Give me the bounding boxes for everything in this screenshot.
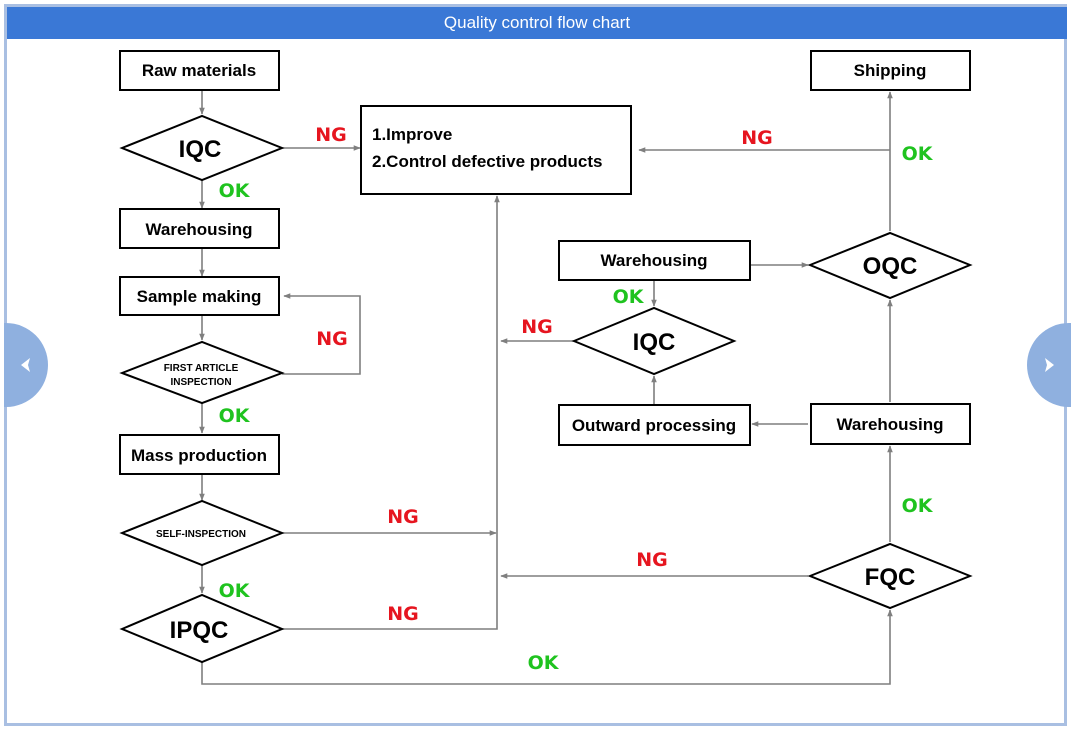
label-shipping: Shipping — [854, 61, 927, 80]
node-mass-production — [119, 434, 280, 475]
label-warehousing-mid: Warehousing — [600, 251, 707, 270]
label-sample-making: Sample making — [137, 287, 262, 306]
label-iqc-mid: IQC — [633, 329, 676, 356]
ok-label-warehousing-mid: OK — [613, 286, 645, 308]
label-self-inspection: SELF-INSPECTION — [156, 529, 246, 540]
node-shipping — [810, 50, 971, 91]
node-sample-making — [119, 276, 280, 316]
node-self-inspection — [119, 499, 285, 567]
ok-label-self: OK — [219, 580, 251, 602]
arrow-ipqc-ok-to-fqc — [201, 609, 893, 685]
ng-label-iqc-mid: NG — [521, 316, 553, 338]
label-raw-materials: Raw materials — [142, 61, 256, 80]
node-warehousing-right — [810, 403, 971, 445]
ok-label-oqc: OK — [902, 143, 934, 165]
node-oqc — [807, 231, 973, 300]
label-fqc: FQC — [865, 564, 916, 591]
ng-label-fqc: NG — [636, 549, 668, 571]
node-warehousing-mid — [558, 240, 751, 281]
label-oqc: OQC — [863, 253, 918, 280]
arrow-ipqc-ng-to-improve — [282, 195, 500, 630]
arrow-fai-ng-loop — [282, 293, 361, 375]
ok-label-fqc: OK — [902, 495, 934, 517]
node-warehousing-left — [119, 208, 280, 249]
label-first-article-1: FIRST ARTICLE — [164, 363, 239, 374]
chevron-left-icon — [21, 358, 30, 372]
ng-label-ipqc: NG — [387, 603, 419, 625]
node-raw-materials — [119, 50, 280, 91]
ng-label-fai: NG — [316, 328, 348, 350]
chevron-right-icon — [1045, 358, 1054, 372]
label-improve-2: 2.Control defective products — [372, 152, 602, 171]
label-improve-1: 1.Improve — [372, 125, 452, 144]
ok-label-iqc-left: OK — [219, 180, 251, 202]
ng-label-oqc: NG — [741, 127, 773, 149]
connectors — [199, 90, 893, 685]
node-iqc-left — [119, 114, 285, 182]
ok-label-ipqc: OK — [528, 652, 560, 674]
label-warehousing-left: Warehousing — [145, 220, 252, 239]
label-iqc-left: IQC — [179, 136, 222, 163]
label-warehousing-right: Warehousing — [836, 415, 943, 434]
node-first-article-inspection — [119, 340, 285, 405]
node-ipqc — [119, 593, 285, 664]
node-fqc — [807, 542, 973, 610]
ng-label-self: NG — [387, 506, 419, 528]
ok-label-fai: OK — [219, 405, 251, 427]
page-title: Quality control flow chart — [7, 7, 1067, 39]
label-mass-production: Mass production — [131, 446, 267, 465]
label-first-article-2: INSPECTION — [170, 377, 231, 388]
label-ipqc: IPQC — [170, 617, 229, 644]
node-iqc-mid — [571, 306, 737, 376]
ng-label-iqc-left: NG — [315, 124, 347, 146]
label-outward-processing: Outward processing — [572, 416, 736, 435]
node-outward-processing — [558, 404, 751, 446]
node-improve — [360, 105, 632, 195]
